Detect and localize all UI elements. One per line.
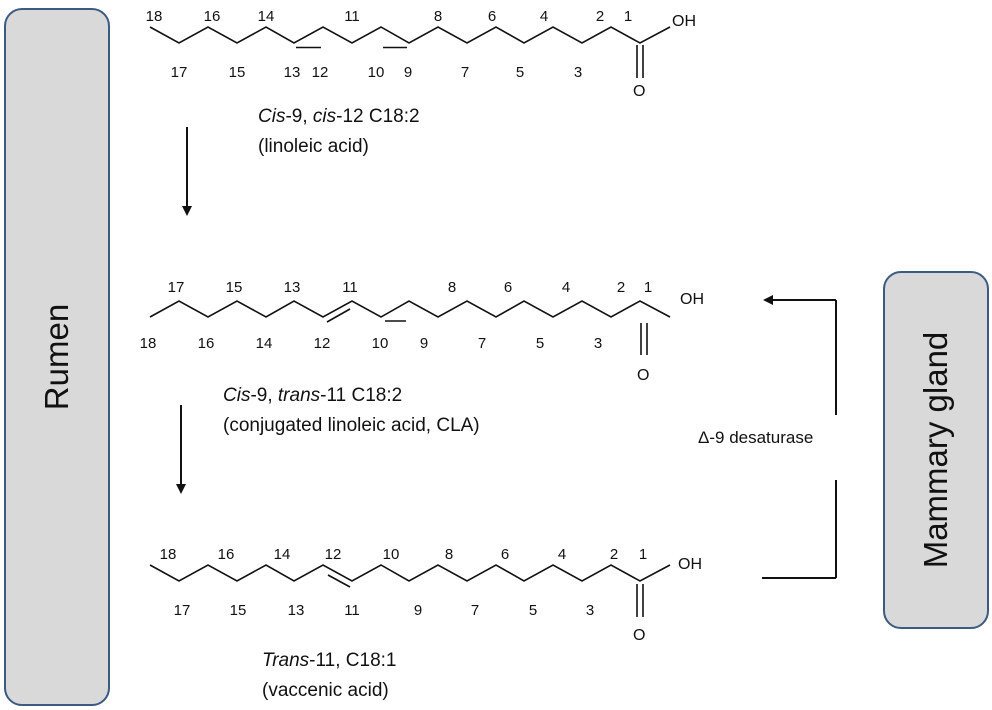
carbon-number: 5: [516, 64, 524, 81]
carbon-number: 14: [274, 546, 291, 563]
carbon-number: 1: [639, 546, 647, 563]
vaccenic-common-name: (vaccenic acid): [262, 680, 389, 701]
carbon-number: 1: [644, 279, 652, 296]
carbon-number: 13: [284, 279, 301, 296]
hydroxyl-label: OH: [678, 556, 702, 573]
carbon-number: 4: [540, 8, 548, 25]
desaturase-enzyme-label: Δ-9 desaturase: [698, 428, 814, 447]
carbon-number: 9: [420, 335, 428, 352]
carbon-number: 14: [256, 335, 273, 352]
carbon-number: 4: [562, 279, 570, 296]
carbon-number: 16: [204, 8, 221, 25]
carbon-number: 6: [488, 8, 496, 25]
hydroxyl-label: OH: [680, 291, 704, 308]
carbon-number: 12: [314, 335, 331, 352]
carbon-number: 14: [258, 8, 275, 25]
carbon-number: 18: [160, 546, 177, 563]
trans-11-double-bond: [326, 308, 351, 323]
carbon-number: 13: [288, 602, 305, 619]
trans-11-double-bond: [327, 574, 351, 588]
vaccenic-acid-structure: [149, 564, 671, 617]
carbon-number: 16: [198, 335, 215, 352]
carbon-number: 10: [383, 546, 400, 563]
carbon-number: 16: [218, 546, 235, 563]
carbon-number: 4: [558, 546, 566, 563]
carbon-number: 13: [284, 64, 301, 81]
carbon-number: 8: [445, 546, 453, 563]
carbon-number: 5: [536, 335, 544, 352]
carbon-number: 10: [372, 335, 389, 352]
cla-notation: Cis-9, trans-11 C18:2: [223, 385, 403, 406]
carbon-number: 2: [596, 8, 604, 25]
vaccenic-caption: Trans-11, C18:1 (vaccenic acid): [262, 646, 396, 706]
carbon-number: 15: [230, 602, 247, 619]
carbon-number: 11: [342, 279, 358, 296]
carbon-number: 1: [624, 8, 632, 25]
vaccenic-notation: Trans-11, C18:1: [262, 650, 397, 671]
carbon-number: 17: [168, 279, 185, 296]
carbon-number: 7: [461, 64, 469, 81]
carbon-number: 2: [617, 279, 625, 296]
carbon-number: 9: [414, 602, 422, 619]
carbon-number: 11: [344, 602, 360, 619]
carbon-number: 6: [501, 546, 509, 563]
hydroxyl-label: OH: [672, 13, 696, 30]
carbon-number: 10: [368, 64, 385, 81]
linoleic-numbers: 18 16 14 11 8 6 4 2 1 17 15 13 12 10 9 7…: [146, 8, 696, 100]
carbon-number: 18: [146, 8, 163, 25]
cla-chain: [149, 300, 671, 318]
carbonyl-oxygen-label: O: [637, 367, 649, 384]
carbonyl-oxygen-label: O: [633, 627, 645, 644]
carbon-number: 3: [574, 64, 582, 81]
carbon-number: 18: [140, 335, 157, 352]
carbon-number: 11: [344, 8, 360, 25]
cla-structure: [149, 300, 671, 355]
carbon-number: 15: [226, 279, 243, 296]
carbonyl-oxygen-label: O: [633, 83, 645, 100]
vaccenic-chain: [149, 564, 671, 582]
mammary-gland-compartment: Mammary gland: [883, 271, 989, 629]
cla-common-name: (conjugated linoleic acid, CLA): [223, 415, 480, 436]
vaccenic-numbers: 18 16 14 12 10 8 6 4 2 1 17 15 13 11 9 7…: [160, 546, 702, 644]
carbon-number: 5: [529, 602, 537, 619]
carbon-number: 17: [174, 602, 191, 619]
carbon-number: 3: [586, 602, 594, 619]
desaturase-path: [762, 295, 837, 579]
carbon-number: 3: [594, 335, 602, 352]
cla-caption: Cis-9, trans-11 C18:2 (conjugated linole…: [223, 381, 480, 441]
carbon-number: 2: [610, 546, 618, 563]
carbon-number: 7: [471, 602, 479, 619]
linoleic-notation: Cis-9, cis-12 C18:2: [258, 106, 420, 127]
carbon-number: 8: [448, 279, 456, 296]
carbon-number: 12: [325, 546, 342, 563]
carbon-number: 15: [229, 64, 246, 81]
linoleic-acid-structure: [149, 26, 671, 78]
cla-numbers: 17 15 13 11 8 6 4 2 1 18 16 14 12 10 9 7…: [140, 279, 704, 384]
carbon-number: 17: [171, 64, 188, 81]
linoleic-chain: [149, 26, 671, 44]
linoleic-common-name: (linoleic acid): [258, 136, 369, 157]
rumen-compartment: Rumen: [4, 8, 110, 706]
carbon-number: 8: [434, 8, 442, 25]
carbon-number: 12: [312, 64, 329, 81]
carbon-number: 6: [504, 279, 512, 296]
linoleic-caption: Cis-9, cis-12 C18:2 (linoleic acid): [258, 102, 420, 162]
carbon-number: 7: [478, 335, 486, 352]
carbon-number: 9: [404, 64, 412, 81]
